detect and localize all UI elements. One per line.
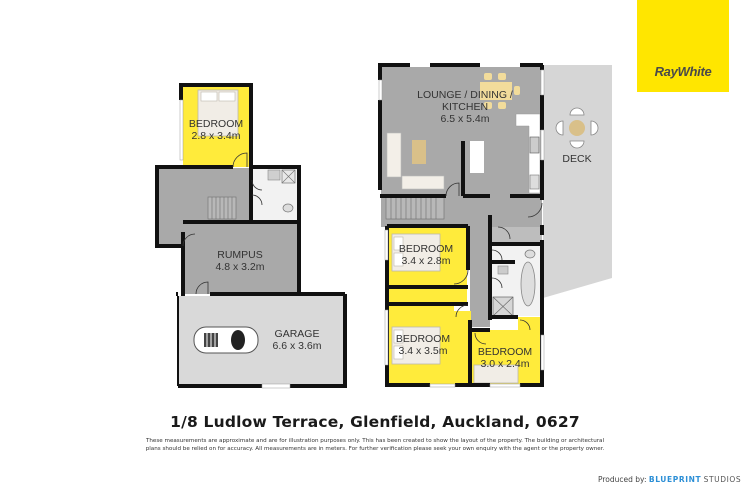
stairs-icon [207, 196, 237, 220]
disclaimer-line-1: These measurements are approximate and a… [145, 438, 605, 444]
room-name: BEDROOM [395, 333, 451, 345]
producer-name-studios: STUDIOS [703, 475, 742, 484]
room-label-bedroom-4: BEDROOM 3.0 x 2.4m [472, 346, 538, 370]
room-name: LOUNGE / DINING / [417, 89, 513, 101]
toilet-icon [282, 203, 294, 213]
sofa-icon [386, 132, 445, 190]
outdoor-table-icon [555, 107, 599, 149]
produced-by: Produced by: BLUEPRINT STUDIOS [598, 475, 741, 484]
rumpus-floor [184, 222, 297, 294]
room-size: 2.8 x 3.4m [191, 130, 241, 142]
room-size: 3.0 x 2.4m [480, 358, 530, 370]
toilet-icon [524, 249, 536, 259]
room-name: BEDROOM [398, 243, 454, 255]
raywhite-logo: RayWhite [637, 0, 729, 92]
room-name: BEDROOM [188, 118, 244, 130]
disclaimer-line-2: plans should be relied on for accuracy. … [145, 446, 605, 452]
room-name: BEDROOM [477, 346, 533, 358]
room-name: RUMPUS [217, 249, 263, 261]
room-size: 6.5 x 5.4m [440, 113, 490, 125]
bath-icon [520, 261, 536, 307]
bed-icon [391, 233, 441, 272]
room-name-2: KITCHEN [441, 101, 489, 113]
room-size: 4.8 x 3.2m [215, 261, 265, 273]
coffee-table-icon [412, 140, 426, 164]
lower-walls [155, 83, 347, 388]
deck-floor [543, 65, 612, 298]
producer-name-blueprint: BLUEPRINT [648, 475, 702, 484]
room-label-deck: DECK [557, 153, 597, 165]
fridge-icon [470, 141, 484, 173]
room-label-rumpus: RUMPUS 4.8 x 3.2m [200, 249, 280, 273]
produced-by-label: Produced by: [598, 475, 647, 484]
room-size: 3.4 x 2.8m [401, 255, 451, 267]
shower-icon [492, 296, 514, 317]
room-label-bedroom-3: BEDROOM 3.4 x 3.5m [390, 333, 456, 357]
room-label-lounge: LOUNGE / DINING / KITCHEN 6.5 x 5.4m [412, 89, 518, 125]
car-icon [193, 326, 259, 354]
dining-table-icon [480, 73, 520, 109]
upper-stairs-icon [385, 196, 445, 220]
upper-walls [378, 63, 544, 387]
property-address: 1/8 Ludlow Terrace, Glenfield, Auckland,… [170, 413, 580, 431]
room-name: DECK [562, 153, 592, 165]
bed-icon [473, 364, 519, 384]
room-size: 3.4 x 3.5m [398, 345, 448, 357]
room-size: 6.6 x 3.6m [272, 340, 322, 352]
room-name: GARAGE [274, 328, 320, 340]
upper-wc-floor [490, 227, 542, 244]
bed-icon [391, 326, 441, 365]
bed-icon [197, 89, 239, 137]
room-label-bedroom-1: BEDROOM 2.8 x 3.4m [186, 118, 246, 142]
room-label-garage: GARAGE 6.6 x 3.6m [262, 328, 332, 352]
disclaimer: These measurements are approximate and a… [120, 437, 630, 453]
logo-text: RayWhite [654, 64, 712, 79]
room-label-bedroom-2: BEDROOM 3.4 x 2.8m [390, 243, 462, 267]
